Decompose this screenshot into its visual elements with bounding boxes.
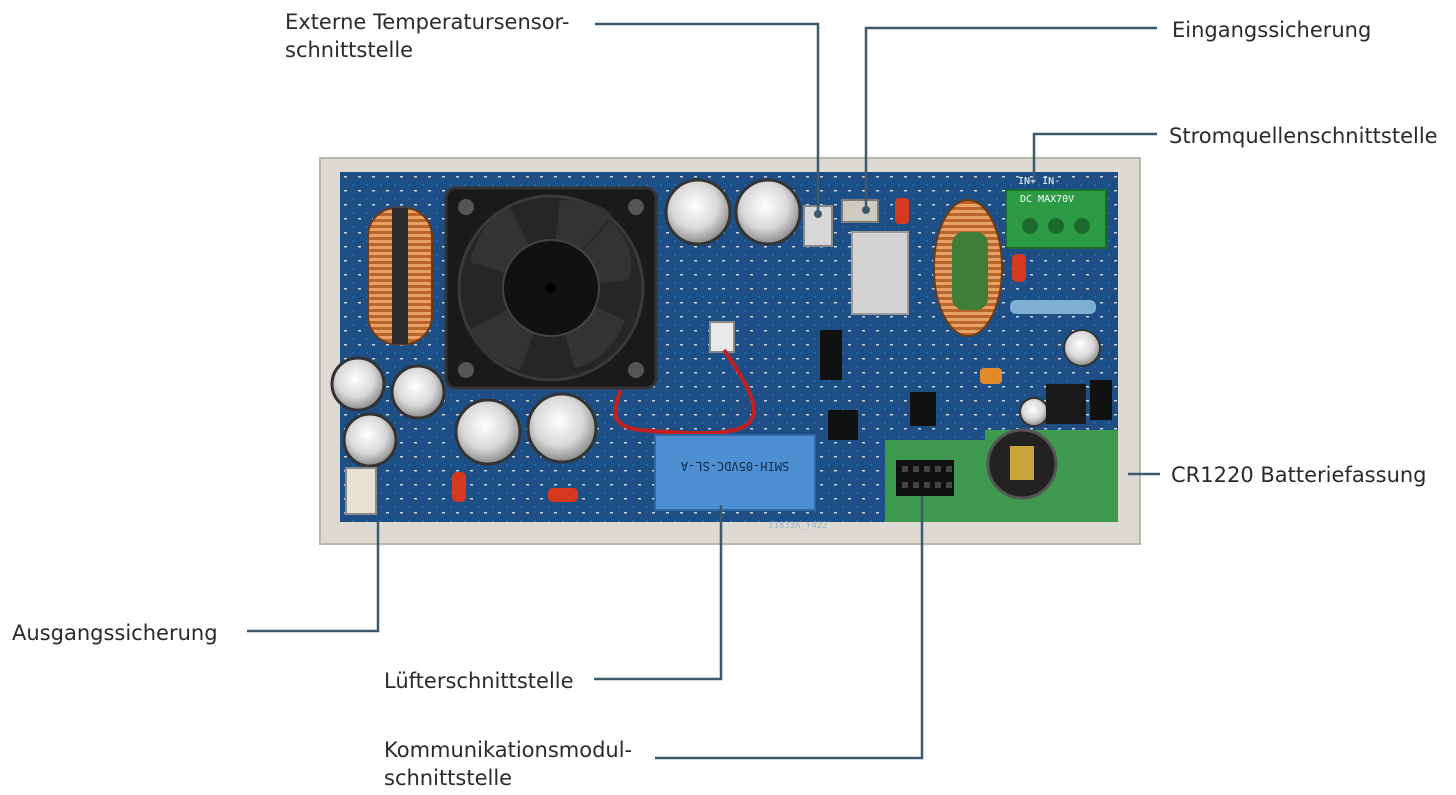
left-inductor-core xyxy=(392,208,408,344)
terminal-label: IN+ IN- xyxy=(1018,176,1060,187)
label-power-interface: Stromquellenschnittstelle xyxy=(1169,124,1438,148)
board-code: 11833A_Y422 xyxy=(768,521,828,531)
fan-hub-center xyxy=(546,283,556,293)
capacitor-top-1 xyxy=(664,178,732,246)
label-fan-interface: Lüfterschnittstelle xyxy=(384,669,574,693)
fan-connector xyxy=(709,321,735,353)
input-fuse xyxy=(841,199,879,223)
ic-chip-4 xyxy=(1046,384,1086,424)
fan-screw-tl xyxy=(458,199,474,215)
leader-temp-sensor xyxy=(595,22,820,214)
battery-clip xyxy=(1010,446,1034,480)
leader-comm xyxy=(655,496,924,760)
output-fuse xyxy=(345,467,377,515)
leader-input-fuse-dot xyxy=(862,206,870,214)
power-resistor xyxy=(1010,300,1096,314)
fan-screw-br xyxy=(628,362,644,378)
label-temp-sensor-line1: Externe Temperatursensor- xyxy=(285,10,570,34)
label-output-fuse: Ausgangssicherung xyxy=(12,621,218,645)
orange-part xyxy=(980,368,1002,384)
communication-header xyxy=(896,460,954,496)
fan-screw-tr xyxy=(628,199,644,215)
capacitor-right xyxy=(1063,329,1101,367)
fan-wire xyxy=(613,348,756,436)
label-comm-module-line2: schnittstelle xyxy=(384,766,513,790)
small-red-part-2 xyxy=(548,488,578,502)
heatsink xyxy=(851,231,909,315)
small-red-part-3 xyxy=(1012,254,1026,282)
label-input-fuse: Eingangssicherung xyxy=(1172,18,1372,42)
leader-power-interface xyxy=(1032,132,1157,180)
small-red-part-1 xyxy=(452,472,466,502)
leader-fan xyxy=(594,505,723,681)
ic-chip-5 xyxy=(1090,380,1112,420)
capacitor-left-3 xyxy=(342,412,398,468)
terminal-screw-3 xyxy=(1074,218,1090,234)
capacitor-mid-1 xyxy=(454,398,522,466)
capacitor-mid-2 xyxy=(526,392,598,464)
fan-screw-bl xyxy=(458,362,474,378)
leader-temp-sensor-dot xyxy=(814,210,822,218)
leader-output-fuse xyxy=(247,520,380,633)
leader-input-fuse xyxy=(864,26,1157,210)
ic-chip-2 xyxy=(828,410,858,440)
terminal-screw-2 xyxy=(1048,218,1064,234)
communication-header-pins xyxy=(902,466,952,488)
terminal-screw-1 xyxy=(1022,218,1038,234)
terminal-rating: DC MAX70V xyxy=(1020,194,1074,205)
right-toroid-core xyxy=(952,232,988,310)
ic-chip-3 xyxy=(910,392,936,426)
ic-chip-1 xyxy=(820,330,842,380)
label-battery-holder: CR1220 Batteriefassung xyxy=(1171,463,1427,487)
capacitor-top-2 xyxy=(734,178,802,246)
capacitor-left-1 xyxy=(330,356,386,412)
relay-text: SMIH-05VDC-SL-A xyxy=(680,459,789,473)
label-temp-sensor: Externe Temperatursensor- schnittstelle xyxy=(285,8,569,64)
label-temp-sensor-line2: schnittstelle xyxy=(285,38,414,62)
leader-lines xyxy=(247,22,1160,760)
label-comm-module-line1: Kommunikationsmodul- xyxy=(384,738,633,762)
label-comm-module: Kommunikationsmodul- schnittstelle xyxy=(384,736,632,792)
relay xyxy=(654,434,816,511)
capacitor-left-2 xyxy=(390,364,446,420)
capacitor-small xyxy=(1019,397,1049,427)
input-fuse-red xyxy=(895,198,909,224)
